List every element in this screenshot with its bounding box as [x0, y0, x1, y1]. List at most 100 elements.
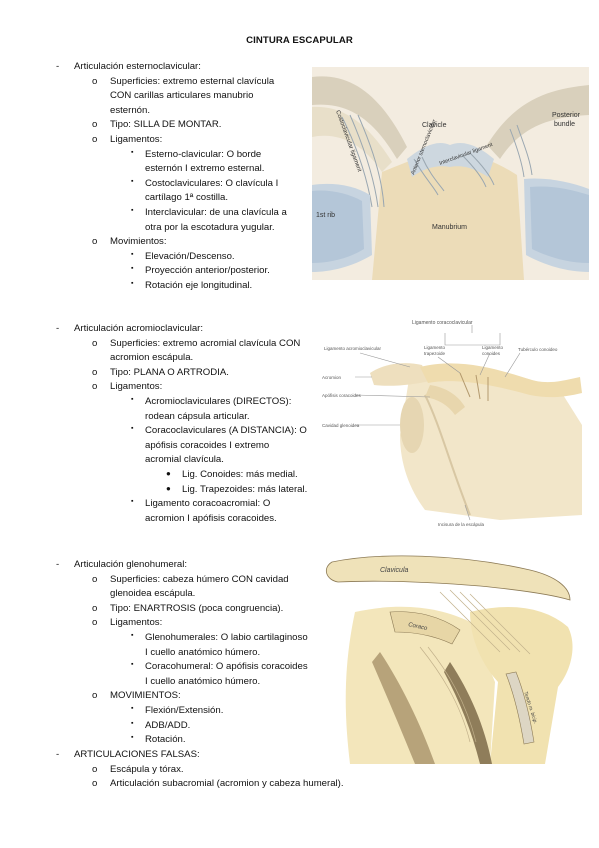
bullet-marker: ● [166, 469, 171, 478]
list-item-line: Ligamentos: [110, 617, 163, 629]
label-conoid-2: conoides [482, 351, 501, 356]
label-coraco: Coraco [408, 622, 429, 632]
section-heading: Articulación acromioclavicular: [74, 323, 204, 334]
bullet-marker: ▪ [131, 661, 134, 669]
section-heading: Articulación glenohumeral: [74, 559, 188, 570]
bullet-marker: ▪ [131, 498, 134, 506]
label-clavicle: Clavicle [422, 122, 447, 129]
list-item-line: I cuello anatómico húmero. [145, 675, 261, 687]
section-heading: ARTICULACIONES FALSAS: [74, 749, 200, 760]
bullet-marker: o [92, 75, 98, 87]
list-item-line: Tipo: ENARTROSIS (poca congruencia). [110, 602, 284, 614]
list-item-line: otra por la escotadura yugular. [145, 221, 275, 233]
list-item-line: Superficies: extremo acromial clavícula … [110, 337, 301, 349]
list-item-line: I cuello anatómico húmero. [145, 646, 261, 658]
figure-acromioclavicular: Ligamento coracoclavicular Ligamento acr… [320, 315, 590, 528]
list-item-line: Glenohumerales: O labio cartilaginoso [145, 632, 308, 643]
bullet-marker: - [56, 323, 60, 334]
bullet-marker: ▪ [131, 265, 134, 273]
bullet-marker: o [92, 381, 98, 393]
list-item-line: esternón. [110, 104, 151, 116]
list-item-line: Proyección anterior/posterior. [145, 265, 270, 277]
bullet-marker: o [92, 690, 98, 702]
label-coracoclavicular: Ligamento coracoclavicular [412, 320, 473, 326]
list-item-line: esternón I extremo esternal. [145, 163, 265, 175]
list-item-line: apófisis coracoides I extremo [145, 439, 270, 451]
bullet-marker: o [92, 763, 98, 775]
list-item-line: ADB/ADD. [145, 719, 191, 731]
label-acromioclavicular-lig: Ligamento acromioclavicular [324, 346, 382, 351]
label-trapezoid-2: trapezoide [424, 351, 446, 356]
list-item-line: CON carillas articulares manubrio [110, 90, 254, 102]
list-item-line: MOVIMIENTOS: [110, 690, 181, 702]
label-posterior-bundle-1: Posterior [552, 112, 581, 119]
label-acromion: Acromion [322, 375, 342, 380]
list-item-line: Lig. Conoides: más medial. [182, 469, 298, 480]
list-item-line: Escápula y tórax. [110, 763, 184, 775]
figure-sternoclavicular: Clavicle Posterior bundle Costoclavicula… [312, 67, 589, 280]
list-item-line: Tipo: SILLA DE MONTAR. [110, 119, 222, 131]
bullet-marker: ▪ [131, 396, 134, 403]
list-item-line: Ligamentos: [110, 381, 163, 393]
bullet-marker: o [92, 366, 98, 378]
list-item-line: Coracoclaviculares (A DISTANCIA): O [145, 425, 307, 437]
bullet-marker: ▪ [131, 719, 134, 727]
label-coracoid: Apófisis coracoides [322, 393, 362, 398]
label-posterior-bundle-2: bundle [554, 121, 575, 128]
list-item-line: Superficies: cabeza húmero CON cavidad [110, 573, 289, 585]
label-glenoid: Cavidad glenoidea [322, 423, 360, 428]
bullet-marker: - [56, 749, 60, 760]
list-item-line: Esterno-clavicular: O borde [145, 148, 262, 160]
bullet-marker: ▪ [131, 148, 134, 156]
list-item-line: Ligamentos: [110, 134, 163, 145]
section-heading: Articulación esternoclavicular: [74, 61, 201, 72]
list-item-line: Ligamento coracoacromial: O [145, 498, 271, 510]
list-item-line: Lig. Trapezoides: más lateral. [182, 483, 308, 495]
bullet-marker: o [92, 617, 98, 629]
list-item-line: Rotación eje longitudinal. [145, 280, 253, 291]
sternoclavicular-illustration: Clavicle Posterior bundle Costoclavicula… [312, 67, 589, 280]
bullet-marker: o [92, 573, 98, 585]
list-item-line: Movimientos: [110, 236, 167, 248]
glenohumeral-illustration: Clavicula Coraco Tendo m. bicip. [320, 552, 590, 764]
list-item-line: glenoidea escápula. [110, 588, 196, 600]
bullet-marker: o [92, 778, 98, 790]
bullet-marker: ▪ [131, 177, 134, 185]
label-clavicula: Clavicula [380, 567, 409, 574]
list-item-line: acromion I apófisis coracoides. [145, 512, 277, 524]
bullet-marker: o [92, 236, 98, 248]
list-item-line: acromion escápula. [110, 352, 194, 364]
bullet-marker: ▪ [131, 250, 134, 258]
bullet-marker: ▪ [131, 280, 134, 287]
list-item-line: Articulación subacromial (acromion y cab… [110, 778, 344, 790]
label-conoid-1: Ligamento [482, 345, 504, 350]
label-first-rib: 1st rib [316, 212, 335, 219]
list-item-line: Acromioclaviculares (DIRECTOS): [145, 396, 292, 407]
page-title: CINTURA ESCAPULAR [246, 35, 353, 46]
bullet-marker: ▪ [131, 425, 134, 433]
bullet-marker: ▪ [131, 705, 134, 712]
bullet-marker: o [92, 119, 98, 131]
list-item-line: acromial clavícula. [145, 454, 224, 466]
label-manubrium: Manubrium [432, 224, 467, 231]
bullet-marker: ▪ [131, 632, 134, 639]
list-item-line: Costoclaviculares: O clavícula I [145, 177, 279, 189]
bullet-marker: ▪ [131, 207, 134, 214]
bullet-marker: ▪ [131, 734, 134, 742]
list-item-line: Superficies: extremo esternal clavícula [110, 75, 275, 87]
label-trapezoid-1: Ligamento [424, 345, 446, 350]
list-item-line: Rotación. [145, 734, 186, 746]
list-item-line: cartílago 1ª costilla. [145, 192, 229, 204]
list-item-line: rodean cápsula articular. [145, 410, 250, 422]
acromioclavicular-illustration: Ligamento coracoclavicular Ligamento acr… [320, 315, 590, 528]
label-tuberculo: Tubérculo conoideo [518, 347, 558, 352]
bullet-marker: - [56, 61, 60, 72]
bullet-marker: ● [166, 483, 171, 493]
bullet-marker: o [92, 134, 98, 145]
list-item-line: Flexión/Extensión. [145, 705, 224, 716]
bullet-marker: - [56, 559, 60, 570]
list-item-line: Tipo: PLANA O ARTRODIA. [110, 366, 229, 378]
bullet-marker: o [92, 337, 98, 349]
label-notch: Incisura de la escápula [438, 522, 485, 527]
list-item-line: Interclavicular: de una clavícula a [145, 207, 287, 218]
